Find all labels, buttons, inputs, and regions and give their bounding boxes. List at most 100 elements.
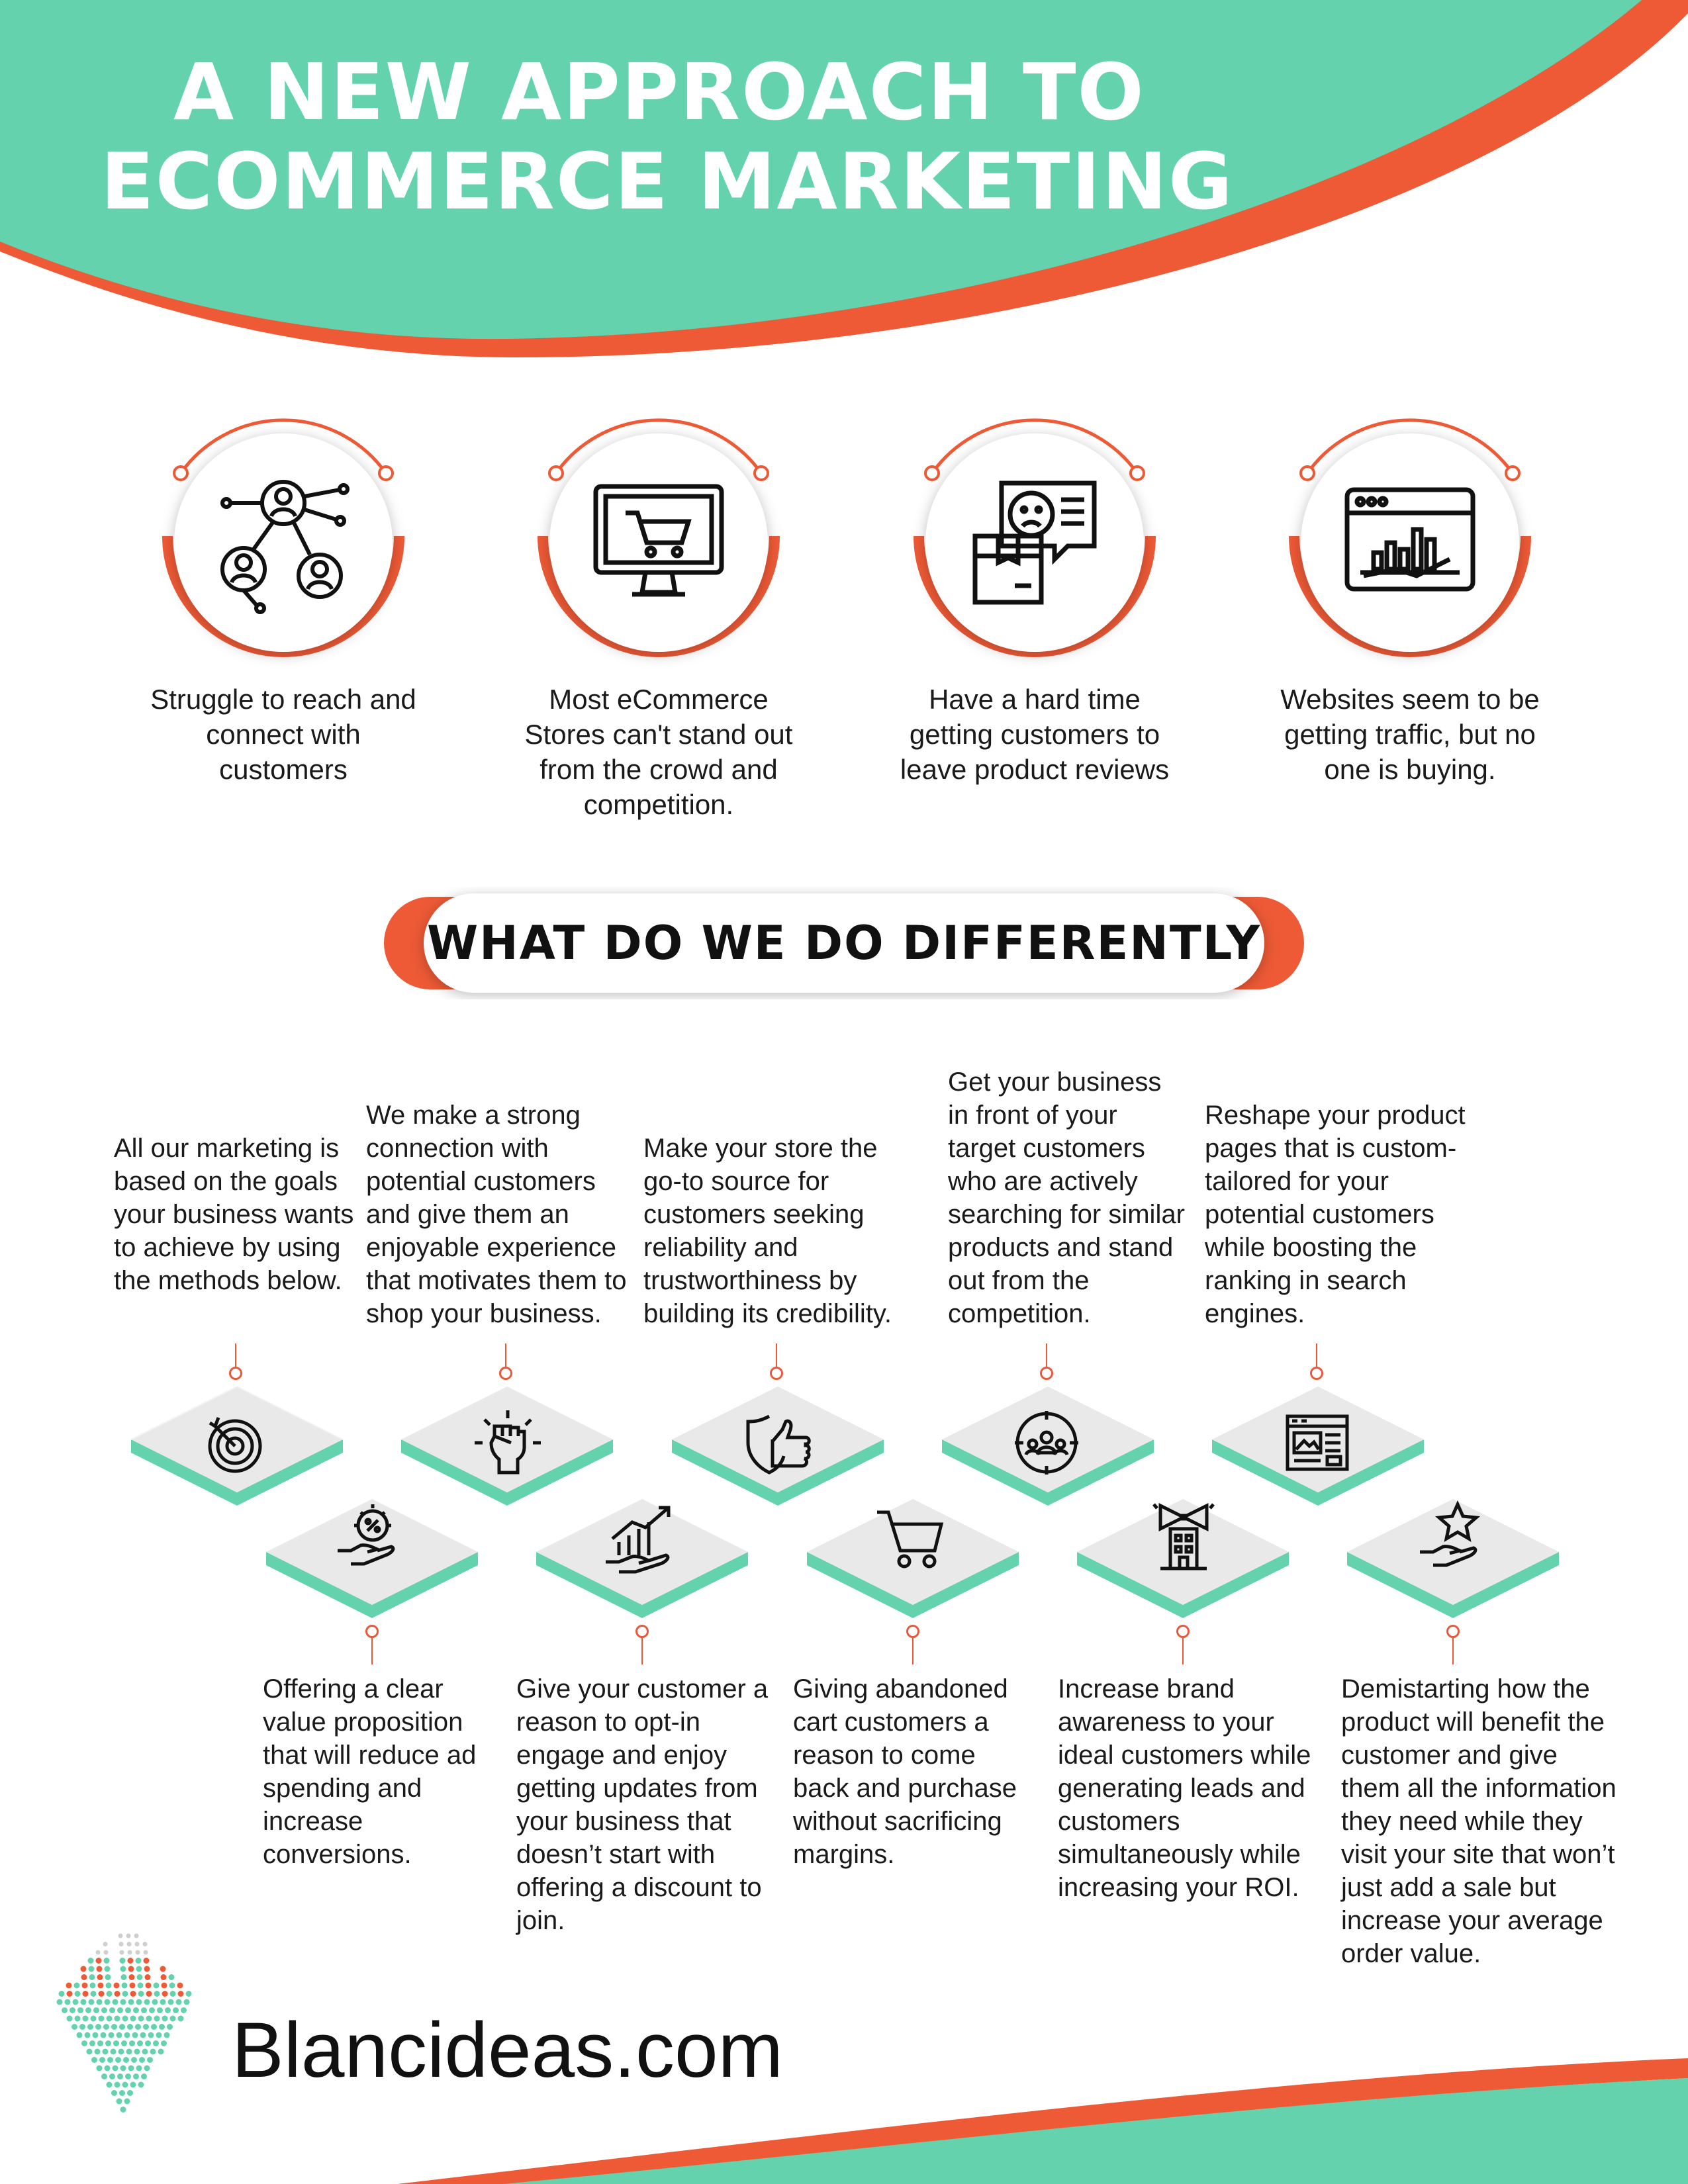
logo-dot: [135, 2024, 141, 2030]
logo-dot: [66, 2015, 73, 2022]
bottom-connector-3: [912, 1638, 914, 1664]
logo-dot: [120, 1999, 126, 2005]
browser-chart-icon: [1344, 487, 1476, 592]
logo-dot: [167, 1999, 174, 2005]
logo-dot: [151, 2024, 157, 2030]
logo-dot: [66, 1991, 73, 1997]
title-line-1: A NEW APPROACH TO: [173, 46, 1145, 138]
monitor-cart-icon: [593, 484, 724, 597]
hand-star-icon: [1420, 1500, 1481, 1567]
bottom-step-text-3: Giving abandoned cart customers a reason…: [793, 1674, 1017, 1869]
logo-dot: [130, 1991, 136, 1997]
logo-dot: [153, 1982, 160, 1989]
logo-dot: [160, 1999, 166, 2005]
logo-dot: [115, 2057, 121, 2063]
logo-dot: [140, 2032, 146, 2038]
logo-dot: [169, 2015, 176, 2022]
logo-dot: [93, 2007, 99, 2013]
top-tile-3: [672, 1387, 884, 1506]
logo-dot: [116, 2098, 122, 2105]
logo-dot: [149, 2007, 155, 2013]
logo-dot: [134, 1933, 139, 1938]
logo-dot: [175, 1999, 182, 2005]
logo-dot: [143, 2024, 149, 2030]
logo-dot: [169, 1982, 175, 1989]
logo-dot: [81, 1974, 87, 1980]
logo-dot: [128, 1999, 134, 2005]
logo-dot: [146, 1991, 152, 1997]
logo-dot: [133, 2007, 139, 2013]
logo-dot: [112, 2065, 118, 2071]
logo-dot: [97, 1982, 104, 1989]
title-line-2: ECOMMERCE MARKETING: [101, 136, 1234, 227]
logo-dot: [124, 2098, 130, 2105]
logo-dot: [99, 2057, 105, 2063]
logo-dot: [114, 2015, 120, 2022]
logo-dot: [152, 1999, 158, 2005]
logo-dot: [95, 2024, 101, 2030]
logo-dot: [117, 2073, 123, 2079]
logo-dot: [109, 2073, 115, 2079]
logo-dot: [101, 2073, 107, 2079]
top-connector-dot-3: [770, 1367, 783, 1380]
logo-dot: [134, 2048, 140, 2055]
logo-dot: [80, 1966, 87, 1972]
logo-dot: [127, 1958, 134, 1964]
web-page-icon: [1286, 1414, 1349, 1471]
logo-dot: [130, 2015, 136, 2022]
logo-dot: [165, 2007, 171, 2013]
logo-dot: [161, 1982, 167, 1989]
logo-dot: [128, 1974, 135, 1980]
logo-dot: [118, 1942, 124, 1946]
top-connector-dot-1: [229, 1367, 242, 1380]
logo-dot: [120, 2065, 126, 2071]
logo-dot: [160, 1966, 166, 1972]
problem-text-1: Struggle to reach and connect with custo…: [150, 684, 416, 785]
network-people-icon: [220, 480, 350, 614]
shopping-cart-icon: [877, 1510, 944, 1569]
logo-dot: [74, 1991, 81, 1997]
logo-dot: [133, 2073, 139, 2079]
problem-text-4: Websites seem to be getting traffic, but…: [1280, 684, 1540, 785]
header-teal-wave: [0, 0, 1642, 340]
brand-name: Blancideas.com: [232, 2007, 783, 2094]
logo-dot: [136, 1999, 142, 2005]
logo-dot: [138, 2015, 144, 2022]
logo-dot: [80, 1999, 87, 2005]
logo-dot: [132, 2032, 138, 2038]
logo-dot: [125, 2007, 131, 2013]
logo-dot: [144, 1999, 150, 2005]
logo-dot: [118, 2048, 124, 2055]
shield-thumbs-up-icon: [746, 1414, 811, 1475]
logo-dot: [156, 2032, 162, 2038]
logo-dot: [98, 1991, 105, 1997]
section-heading-pill: [384, 893, 1304, 993]
top-step-text-2: We make a strong connection with potenti…: [366, 1101, 627, 1328]
logo-dot: [87, 2024, 93, 2030]
logo-dot: [154, 1991, 160, 1997]
logo-dot: [120, 1966, 126, 1972]
top-connector-dot-5: [1310, 1367, 1323, 1380]
bottom-connector-dot-2: [635, 1625, 649, 1638]
logo-dot: [79, 2024, 85, 2030]
logo-dot: [110, 2048, 117, 2055]
logo-dot: [144, 1974, 151, 1980]
logo-dot: [146, 2015, 152, 2022]
logo-dot: [121, 2040, 127, 2046]
logo-dot: [104, 1966, 111, 1972]
target-icon: [208, 1417, 262, 1473]
top-step-text-3: Make your store the go-to source for cus…: [643, 1134, 892, 1328]
logo-dot: [113, 1982, 120, 1989]
logo-dot: [159, 2024, 165, 2030]
logo-dot: [173, 2007, 179, 2013]
top-step-text-5: Reshape your product pages that is custo…: [1205, 1101, 1466, 1328]
raised-fist-icon: [475, 1410, 541, 1475]
logo-dot: [128, 1966, 134, 1972]
problem-text-2: Most eCommerce Stores can't stand out fr…: [524, 684, 793, 820]
logo-dot: [154, 2015, 160, 2022]
logo-dot: [105, 1982, 112, 1989]
logo-dot: [84, 2032, 91, 2038]
logo-dot: [58, 1991, 65, 1997]
problem-circle-3: [914, 418, 1156, 657]
